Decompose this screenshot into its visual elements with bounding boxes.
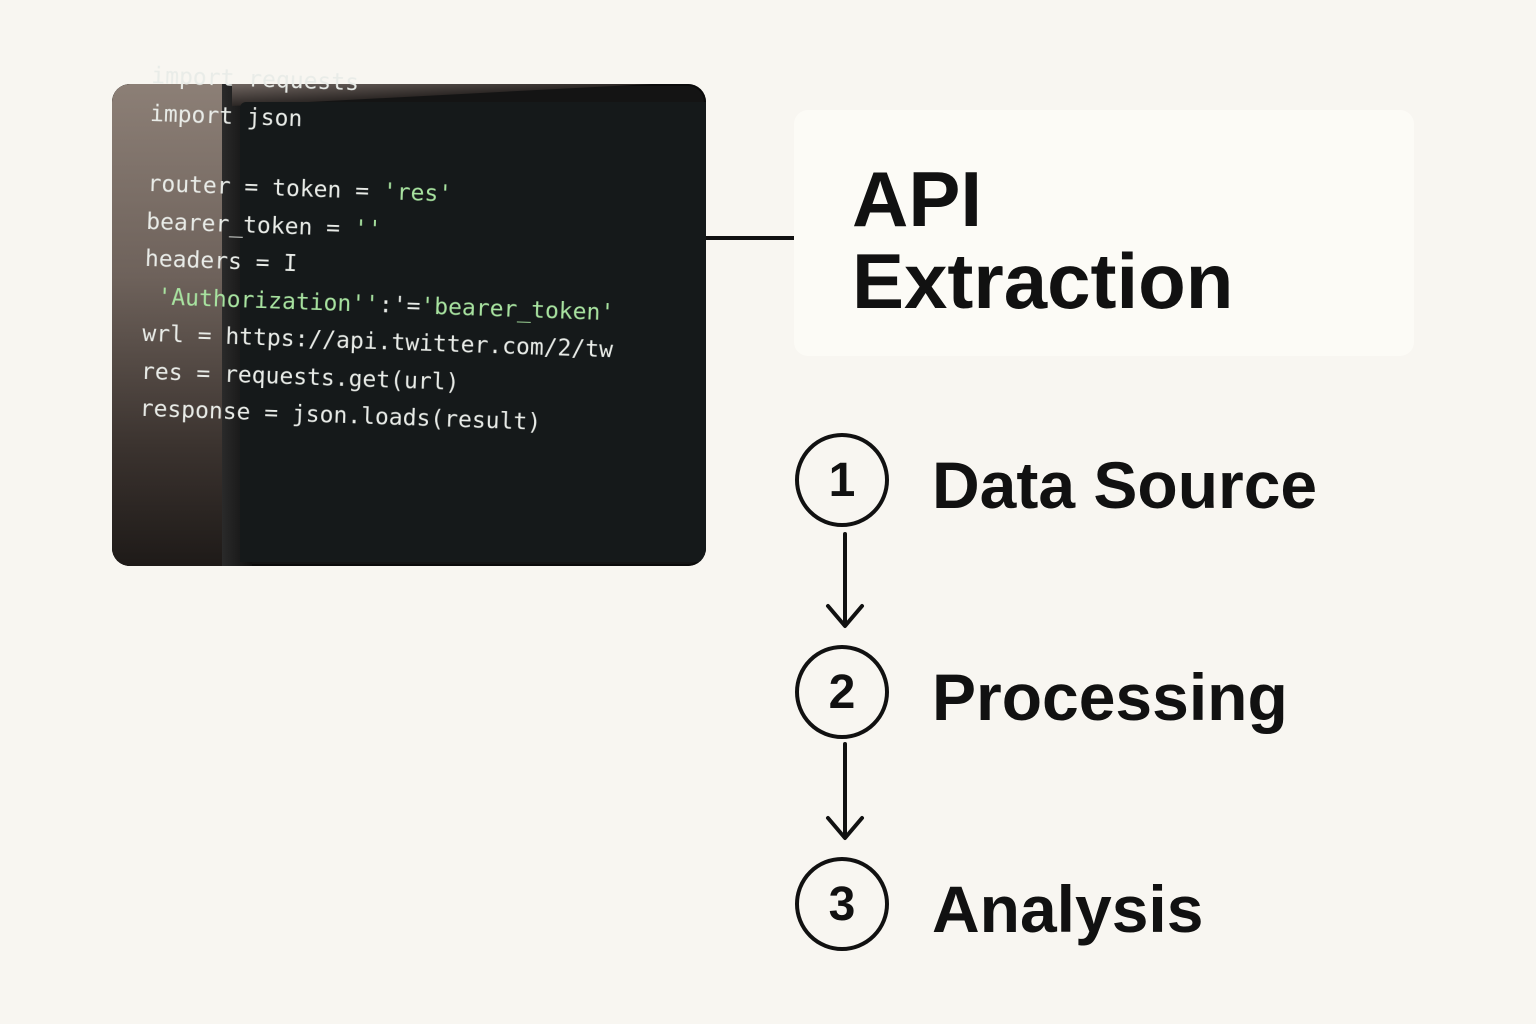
arrow-2-to-3-head [826,816,864,840]
arrow-1-to-2-head [826,604,864,628]
title-line-1: API [852,155,983,243]
code-screenshot-image [112,84,706,566]
photo-background [112,84,242,566]
step-1-label: Data Source [932,448,1318,522]
step-2-label: Processing [932,660,1288,734]
title-line-2: Extraction [852,237,1234,325]
step-3-circle: 3 [795,857,889,951]
step-3-label: Analysis [932,872,1204,946]
step-1-circle: 1 [795,433,889,527]
step-2-circle: 2 [795,645,889,739]
connector-line [706,236,794,240]
monitor-screen [240,102,706,562]
title-card: API Extraction [794,110,1414,356]
